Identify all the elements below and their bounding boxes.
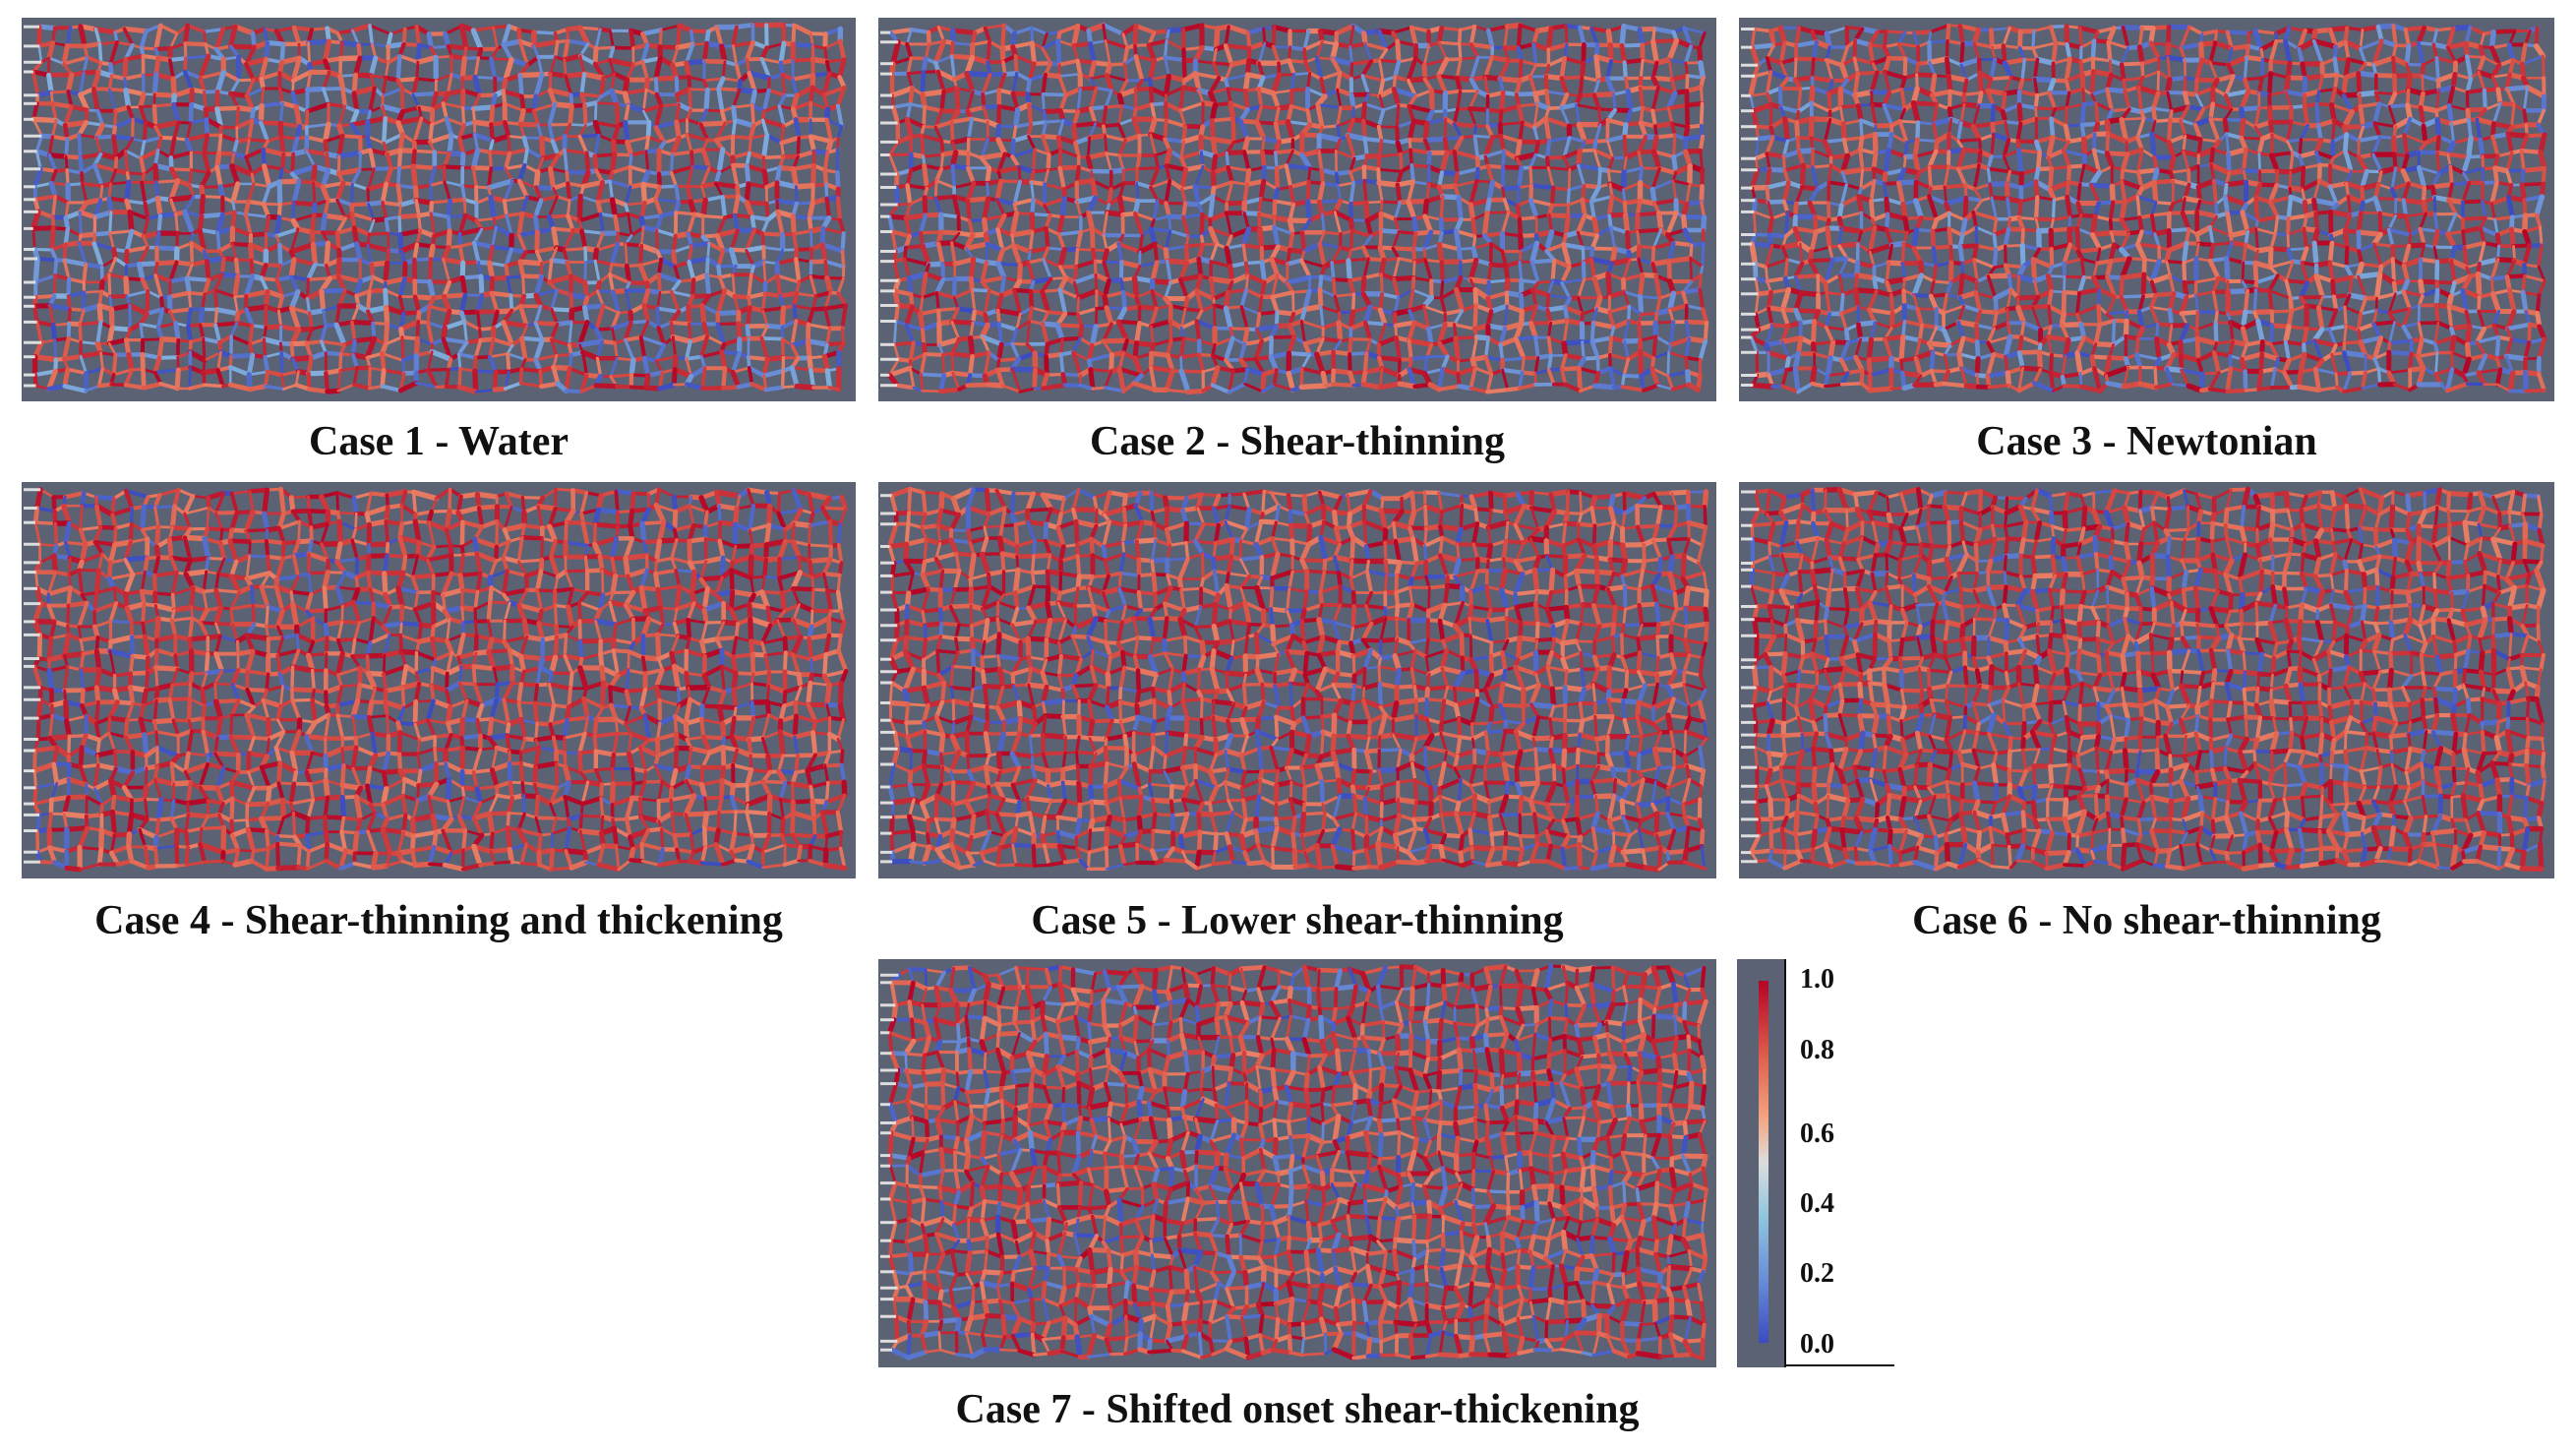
colorbar-gradient — [1759, 981, 1768, 1343]
network-plot — [1741, 486, 2547, 872]
colorbar: 1.0 0.8 0.6 0.4 0.2 0.0 — [1737, 959, 1894, 1367]
colorbar-tick: 0.8 — [1800, 1035, 1834, 1065]
caption-case-6: Case 6 - No shear-thinning — [1912, 898, 2381, 943]
caption-case-5: Case 5 - Lower shear-thinning — [1031, 898, 1564, 943]
network-panel-case-6 — [1739, 482, 2554, 878]
network-panel-case-4 — [22, 482, 856, 878]
colorbar-tick: 0.0 — [1800, 1329, 1834, 1360]
caption-case-1: Case 1 - Water — [309, 419, 569, 464]
network-plot — [880, 486, 1709, 873]
caption-case-7: Case 7 - Shifted onset shear-thickening — [955, 1387, 1640, 1432]
network-plot — [880, 22, 1709, 395]
network-plot — [24, 486, 849, 873]
network-plot — [24, 22, 848, 394]
network-panel-case-3 — [1739, 18, 2554, 401]
network-plot — [1741, 23, 2547, 394]
network-panel-case-1 — [22, 18, 856, 401]
network-panel-case-5 — [878, 482, 1716, 878]
colorbar-tick: 0.2 — [1800, 1258, 1834, 1289]
colorbar-axis — [1784, 959, 1786, 1367]
colorbar-tick: 1.0 — [1800, 964, 1834, 995]
colorbar-tick: 0.4 — [1800, 1188, 1834, 1219]
network-panel-case-7 — [878, 959, 1716, 1367]
colorbar-baseline — [1784, 1364, 1894, 1366]
caption-case-2: Case 2 - Shear-thinning — [1090, 419, 1505, 464]
caption-case-3: Case 3 - Newtonian — [1976, 419, 2317, 464]
caption-case-4: Case 4 - Shear-thinning and thickening — [94, 898, 783, 943]
network-panel-case-2 — [878, 18, 1716, 401]
colorbar-tick: 0.6 — [1800, 1118, 1834, 1149]
network-plot — [880, 963, 1709, 1361]
